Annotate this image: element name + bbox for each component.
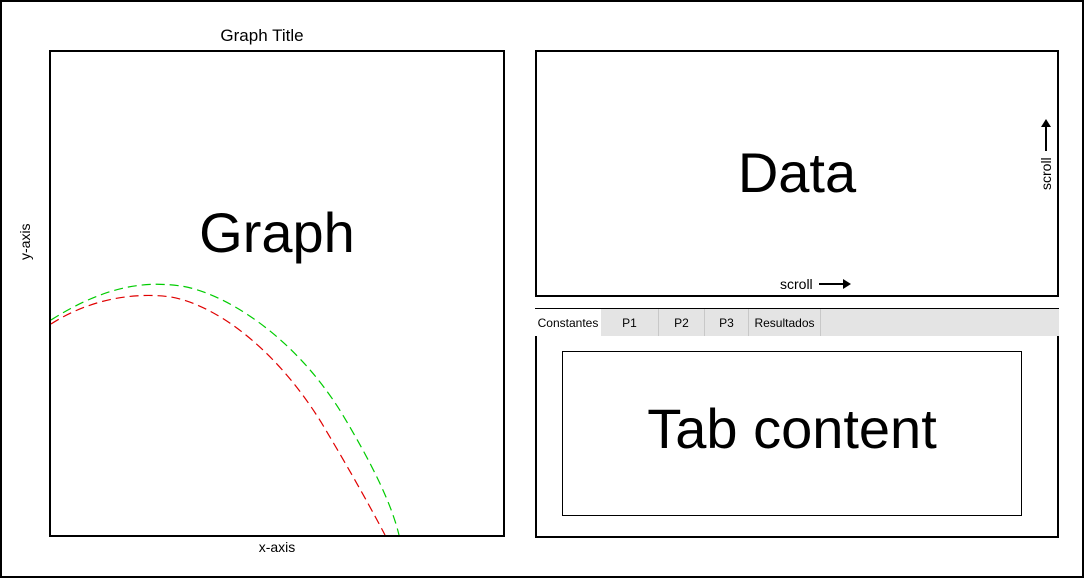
- tab-p1[interactable]: P1: [601, 309, 659, 336]
- horizontal-scroll-label: scroll: [780, 276, 813, 292]
- tab-p2[interactable]: P2: [659, 309, 705, 336]
- graph-title: Graph Title: [220, 26, 304, 45]
- vertical-scroll-label: scroll: [1038, 157, 1054, 190]
- x-axis-label: x-axis: [258, 539, 296, 555]
- tab-resultados[interactable]: Resultados: [749, 309, 821, 336]
- vertical-scroll-hint[interactable]: scroll: [1038, 121, 1054, 190]
- graph-placeholder: Graph: [199, 201, 355, 264]
- green-dashed-curve: [51, 283, 400, 535]
- graph-curves: [51, 283, 400, 535]
- tab-p3[interactable]: P3: [705, 309, 749, 336]
- arrow-right-icon: [818, 279, 851, 289]
- tab-bar: Constantes P1 P2 P3 Resultados: [535, 309, 1059, 336]
- data-panel[interactable]: Data scroll scroll: [535, 50, 1059, 297]
- y-axis-label: y-axis: [17, 223, 33, 260]
- tab-content-area[interactable]: Tab content: [562, 351, 1022, 516]
- tab-content-placeholder: Tab content: [647, 397, 937, 460]
- graph-area[interactable]: Graph: [49, 50, 505, 537]
- horizontal-scroll-hint[interactable]: scroll: [780, 276, 851, 292]
- tab-constantes[interactable]: Constantes: [535, 309, 601, 336]
- red-dashed-curve: [51, 294, 386, 535]
- data-placeholder: Data: [737, 141, 857, 204]
- arrow-up-icon: [1045, 121, 1047, 152]
